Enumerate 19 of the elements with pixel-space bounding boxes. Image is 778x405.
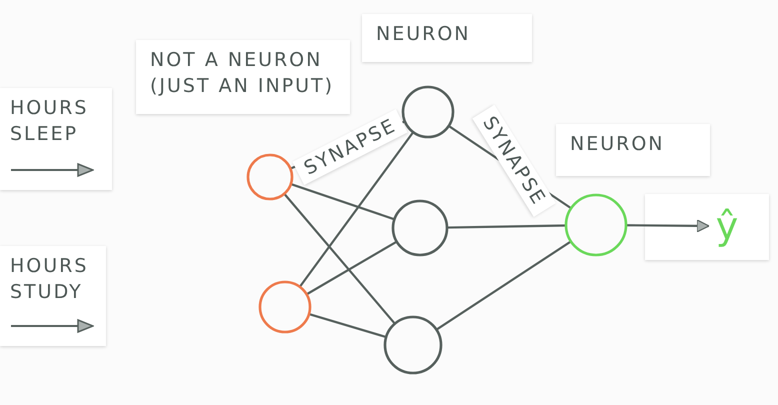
neuron-circle [383,315,443,375]
arrow [624,219,710,232]
synapse-line [308,313,388,338]
paper-note: NEURON [362,14,532,62]
neuron-circle [564,193,628,257]
neuron-circle [258,280,312,334]
neuron-circle [401,85,455,139]
output-label: ŷ [712,200,742,252]
synapse-line [305,240,398,296]
neuron-circle [391,199,449,257]
input-label: HOURS SLEEP [10,96,90,147]
paper-note: NOT A NEURON (JUST AN INPUT) [136,40,350,114]
synapse-line [290,182,396,220]
paper-note: NEURON [556,124,710,176]
synapse-line [283,192,396,325]
synapse-line [435,240,572,331]
input-label: HOURS STUDY [10,254,90,305]
synapse-line [446,224,568,229]
neuron-circle [246,153,294,201]
